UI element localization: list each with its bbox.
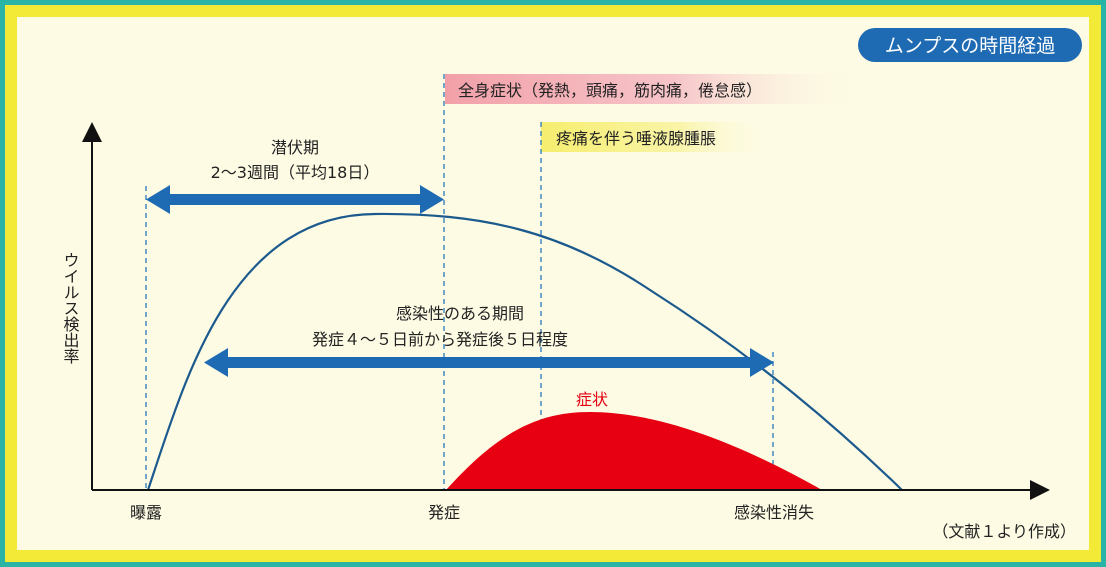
systemic-symptoms-label: 全身症状（発熱，頭痛，筋肉痛，倦怠感） [458, 81, 762, 100]
systemic-symptoms-band [445, 74, 865, 104]
exposure-label: 曝露 [130, 503, 162, 522]
incubation-arrow [146, 185, 444, 214]
virus-detection-curve [146, 212, 903, 491]
infectious-period-arrow [204, 348, 774, 377]
onset-label: 発症 [428, 503, 460, 522]
title-badge [858, 28, 1082, 62]
parotid-swelling-label: 疼痛を伴う唾液腺腫脹 [556, 129, 716, 148]
y-axis-label: ウイルス検出率 [61, 252, 80, 364]
parotid-swelling-band [541, 122, 771, 152]
source-note: （文献１より作成） [932, 522, 1076, 541]
infectious-period-range: 発症４〜５日前から発症後５日程度 [312, 330, 568, 349]
diagram-title: ムンプスの時間経過 [885, 35, 1055, 57]
incubation-label: 潜伏期 [271, 138, 319, 157]
infectious-period-label: 感染性のある期間 [396, 304, 524, 323]
infectivity-end-label: 感染性消失 [734, 503, 814, 522]
incubation-duration: 2〜3週間（平均18日） [211, 163, 380, 182]
symptom-label: 症状 [576, 390, 608, 409]
symptom-area [446, 412, 822, 490]
